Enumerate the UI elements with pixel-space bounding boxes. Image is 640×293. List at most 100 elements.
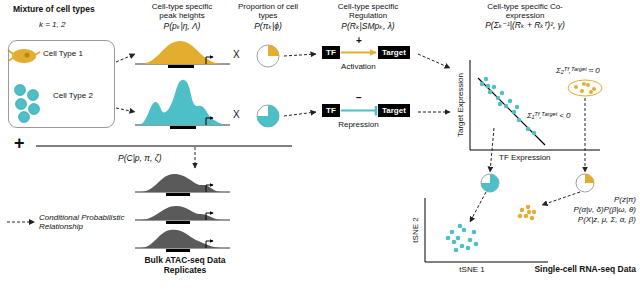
bulk-peaks	[135, 174, 230, 252]
tsne-teal-cluster	[450, 230, 455, 235]
cell-type-1-icon	[12, 49, 36, 63]
tsne-teal-cluster	[456, 236, 461, 241]
bulk-peaks	[140, 174, 222, 192]
teal-scatter-dots	[496, 96, 500, 100]
coexpression-axes	[470, 60, 471, 150]
activation-arrow	[341, 52, 376, 54]
dashed-arrow	[116, 54, 585, 222]
cell-type-label: Cell Type 1	[43, 49, 83, 58]
teal-scatter-dots	[480, 77, 536, 135]
dashed-arrow	[116, 108, 135, 112]
formula: P(z|π)	[614, 195, 636, 204]
dashed-arrow	[490, 128, 494, 172]
panel-heading: Proportion of cell types	[236, 2, 300, 20]
cell-type-2-icon	[16, 99, 27, 110]
bulk-peaks	[206, 241, 213, 248]
legend-swatch	[6, 217, 36, 227]
bulk-peaks	[206, 213, 213, 220]
peak-teal	[135, 80, 230, 129]
dashed-arrow	[418, 112, 450, 113]
cell-type-2-icon	[29, 104, 40, 115]
bulk-peaks	[206, 185, 213, 192]
axis-label: TF Expression	[499, 153, 551, 162]
teal-scatter-dots	[515, 105, 519, 109]
formula: P(Rₖ|SMpₖ, λ)	[323, 22, 413, 32]
legend-text: Conditional Probabilistic Relationship	[39, 213, 135, 231]
formula: P(C|p, π, ζ)	[118, 154, 161, 164]
data-label: Bulk ATAC-seq Data Replicates	[137, 256, 233, 276]
legend-entry: Conditional Probabilistic Relationship	[6, 213, 135, 231]
cell-type-2-icon	[28, 90, 39, 101]
tsne-axes	[425, 198, 426, 262]
multiply-sign: X	[233, 49, 240, 61]
edge-label: Repression	[338, 120, 378, 129]
covariance-label: Σ₁ᵀᶠ,ᵀᵃʳᵍᵉᵗ < 0	[527, 111, 571, 120]
dashed-arrow	[195, 147, 196, 168]
legend-swatch	[7, 222, 30, 223]
cluster-pie	[481, 174, 594, 192]
repression-arrow	[341, 110, 376, 112]
teal-scatter-dots	[486, 84, 490, 88]
axis-label: tSNE 1	[452, 265, 492, 274]
teal-scatter-dots	[488, 90, 492, 94]
yellow-scatter-ellipse	[586, 83, 590, 87]
tsne-teal-cluster	[454, 248, 459, 253]
formula: P(X|z, μ, Σ, α, β)	[578, 215, 636, 224]
proportion-pie	[257, 45, 279, 127]
plus-sign: +	[14, 133, 25, 154]
gene-box: Target	[378, 104, 410, 117]
covariance-label: Σ₂ᵀᶠ,ᵀᵃʳᵍᵉᵗ ≈ 0	[556, 66, 600, 75]
cell-type-label: Cell Type 2	[53, 91, 93, 100]
cell-type-2-icon	[19, 112, 30, 123]
edge-label: Activation	[341, 62, 376, 71]
yellow-scatter-ellipse	[589, 90, 593, 94]
box-label: Target	[382, 106, 406, 115]
dashed-arrow	[284, 112, 316, 116]
yellow-scatter-ellipse	[574, 85, 578, 89]
yellow-scatter-ellipse	[574, 82, 596, 94]
gene-box: TF	[322, 46, 340, 59]
gene-box: TF	[322, 104, 340, 117]
tsne-teal-cluster	[458, 224, 463, 229]
tsne-axes	[425, 198, 548, 262]
teal-scatter-dots	[508, 99, 512, 103]
dashed-arrow	[418, 54, 450, 68]
tsne-teal-cluster	[472, 230, 477, 235]
proportion-pie	[257, 45, 279, 67]
yellow-scatter-ellipse	[568, 80, 602, 96]
panel-heading: Cell-type specific Co-expression	[485, 2, 565, 20]
cluster-pie	[576, 174, 594, 192]
teal-scatter-dots	[480, 82, 484, 86]
panel-heading: Cell-type specific Regulation	[328, 2, 408, 20]
heading: Mixture of cell types	[13, 5, 95, 15]
formula: P(α|ν, δ)P(β|ω, θ)	[573, 205, 636, 214]
cell-type-2-icon	[15, 85, 26, 96]
box-label: TF	[326, 106, 336, 115]
teal-scatter-dots	[532, 131, 536, 135]
proportion-pie	[268, 45, 279, 56]
peak-teal	[206, 118, 213, 125]
axis-label: tSNE 2	[411, 217, 420, 242]
cluster-pie	[585, 174, 594, 183]
tsne-yellow-cluster	[524, 214, 528, 218]
dashed-arrow	[542, 192, 580, 205]
proportion-pie	[257, 105, 279, 127]
coexpression-axes	[470, 150, 600, 151]
tsne-teal-cluster	[446, 224, 479, 253]
bulk-peaks	[166, 193, 190, 196]
sum-line	[36, 146, 292, 147]
coexpression-axes	[470, 60, 600, 150]
peak-yellow	[206, 57, 213, 64]
tsne-teal-cluster	[468, 238, 473, 243]
tsne-teal-cluster	[474, 242, 479, 247]
proportion-pie	[257, 105, 279, 127]
tsne-yellow-cluster	[520, 208, 524, 212]
multiply-sign: X	[233, 109, 240, 121]
sign-label: −	[353, 92, 365, 104]
yellow-scatter-ellipse	[592, 87, 596, 91]
formula: P(Σₖ⁻¹|(Rₖ + Rₖᵀ)², γ)	[460, 21, 590, 31]
formula: P(pₖ|η, Λ)	[137, 22, 227, 32]
bulk-peaks	[140, 230, 222, 248]
cluster-pie	[481, 174, 499, 192]
